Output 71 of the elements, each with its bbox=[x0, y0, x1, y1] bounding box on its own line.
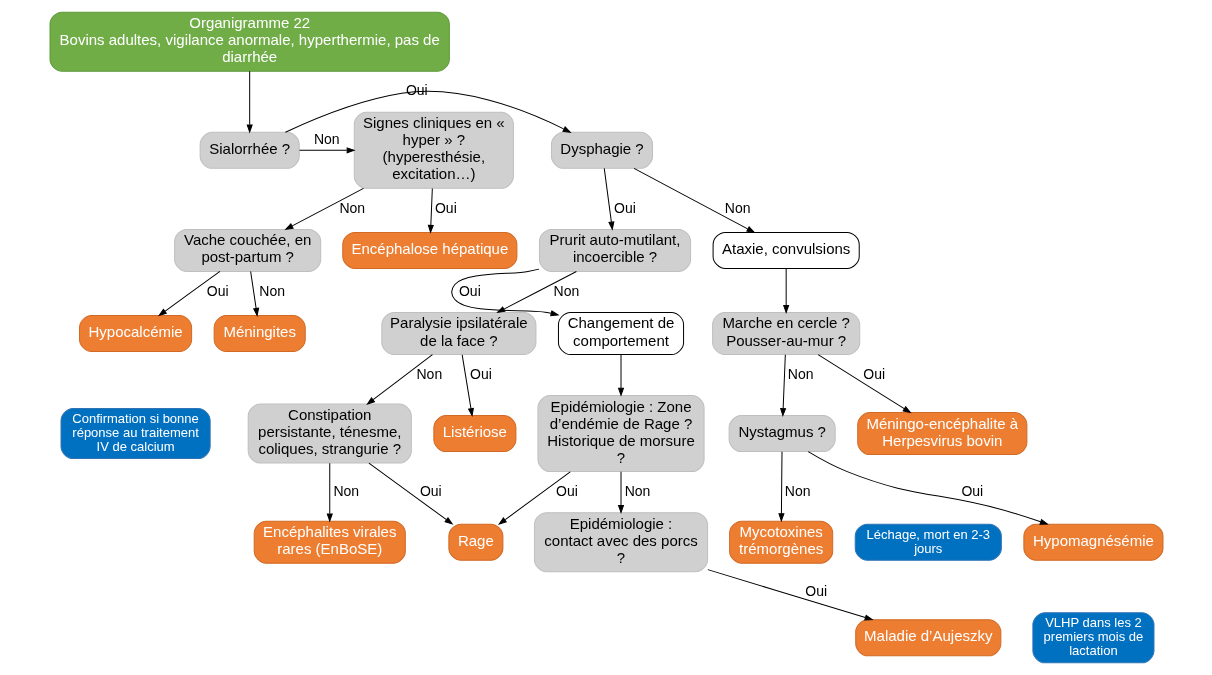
arrow bbox=[366, 354, 433, 405]
arrow bbox=[779, 354, 786, 417]
node-box: Hypomagnésémie bbox=[1022, 523, 1163, 561]
node-box: VLHP dans les 2 premiers mois de lactation bbox=[1031, 612, 1154, 664]
node-box: Paralysie ipsilatérale de la face ? bbox=[380, 312, 536, 355]
arrow bbox=[807, 451, 1048, 525]
node-box: Méningo-encéphalite à Herpesvirus bovin bbox=[856, 412, 1027, 456]
edge-label: Oui bbox=[419, 482, 442, 499]
node-box: Nystagmus ? bbox=[728, 415, 836, 453]
edge-label: Oui bbox=[804, 582, 827, 599]
arrow bbox=[633, 167, 755, 233]
node-box: Prurit auto-mutilant, incoercible ? bbox=[538, 228, 691, 272]
node-box: Signes cliniques en « hyper » ? (hyperesthésie, excitation…) bbox=[353, 111, 514, 189]
arrow bbox=[367, 462, 453, 525]
node-box: Hypocalcémie bbox=[78, 315, 192, 352]
edge-label: Non bbox=[416, 365, 442, 382]
edge-label: Oui bbox=[458, 282, 481, 299]
arrow bbox=[249, 270, 259, 316]
node-box: Rage bbox=[447, 523, 503, 561]
arrow bbox=[284, 187, 364, 230]
arrow bbox=[246, 70, 253, 133]
arrow bbox=[450, 268, 559, 317]
node-box: Constipation persistante, ténesme, coliques, strangurie ? bbox=[247, 403, 412, 464]
arrow bbox=[706, 569, 873, 621]
arrow bbox=[603, 167, 614, 230]
edge-label: Non bbox=[724, 199, 750, 216]
edge-label: Non bbox=[332, 482, 359, 499]
node-box: Sialorrhée ? bbox=[199, 131, 300, 169]
node-box: Epidémiologie : Zone d’endémie de Rage ? Historique de morsure ? bbox=[536, 395, 705, 473]
edge-label: Oui bbox=[960, 482, 983, 499]
node-box: Marche en cercle ? Pousser-au-mur ? bbox=[711, 312, 860, 355]
edge-label: Non bbox=[313, 130, 340, 147]
edge-label: Non bbox=[787, 365, 814, 382]
node-box: Encéphalose hépatique bbox=[341, 231, 517, 269]
arrow bbox=[427, 187, 434, 233]
edge-label: Non bbox=[624, 482, 650, 499]
arrow bbox=[461, 354, 474, 417]
edge-label: Non bbox=[784, 482, 811, 499]
arrow bbox=[284, 90, 571, 133]
arrow bbox=[777, 451, 784, 522]
arrow bbox=[617, 354, 624, 396]
node-box: Méningites bbox=[213, 315, 306, 352]
node-box: Confirmation si bonne réponse au traitement IV de calcium bbox=[60, 408, 211, 460]
edge-label: Oui bbox=[862, 365, 885, 382]
arrow bbox=[158, 270, 220, 316]
edge-label: Non bbox=[553, 282, 579, 299]
edge-label: Oui bbox=[555, 482, 578, 499]
edge-label: Oui bbox=[469, 365, 492, 382]
node-box: Epidémiologie : contact avec des porcs ? bbox=[533, 512, 708, 573]
node-box: Maladie d’Aujeszky bbox=[854, 619, 1001, 657]
arrow bbox=[298, 147, 355, 154]
arrow bbox=[326, 462, 333, 522]
arrow bbox=[617, 471, 624, 513]
edge-label: Oui bbox=[206, 282, 229, 299]
edge-label: Oui bbox=[434, 199, 457, 216]
node-box: Mycotoxines trémorgènes bbox=[728, 520, 833, 564]
node-box: Dysphagie ? bbox=[550, 131, 653, 169]
node-box: Listériose bbox=[432, 415, 516, 453]
edge-label: Non bbox=[258, 282, 285, 299]
arrow bbox=[496, 270, 577, 313]
node-box: Changement de comportement bbox=[557, 312, 684, 355]
arrow bbox=[817, 354, 911, 414]
edge-label: Non bbox=[338, 199, 365, 216]
node-box: Organigramme 22 Bovins adultes, vigilance anormale, hyperthermie, pas de diarrhée bbox=[49, 11, 450, 72]
arrow bbox=[782, 268, 789, 313]
node-box: Encéphalites virales rares (EnBoSE) bbox=[253, 520, 406, 564]
node-box: Vache couchée, en post-partum ? bbox=[173, 228, 321, 272]
node-box: Léchage, mort en 2-3 jours bbox=[854, 523, 1002, 561]
node-box: Ataxie, convulsions bbox=[712, 231, 860, 269]
edge-label: Oui bbox=[613, 199, 636, 216]
arrow bbox=[498, 471, 571, 525]
